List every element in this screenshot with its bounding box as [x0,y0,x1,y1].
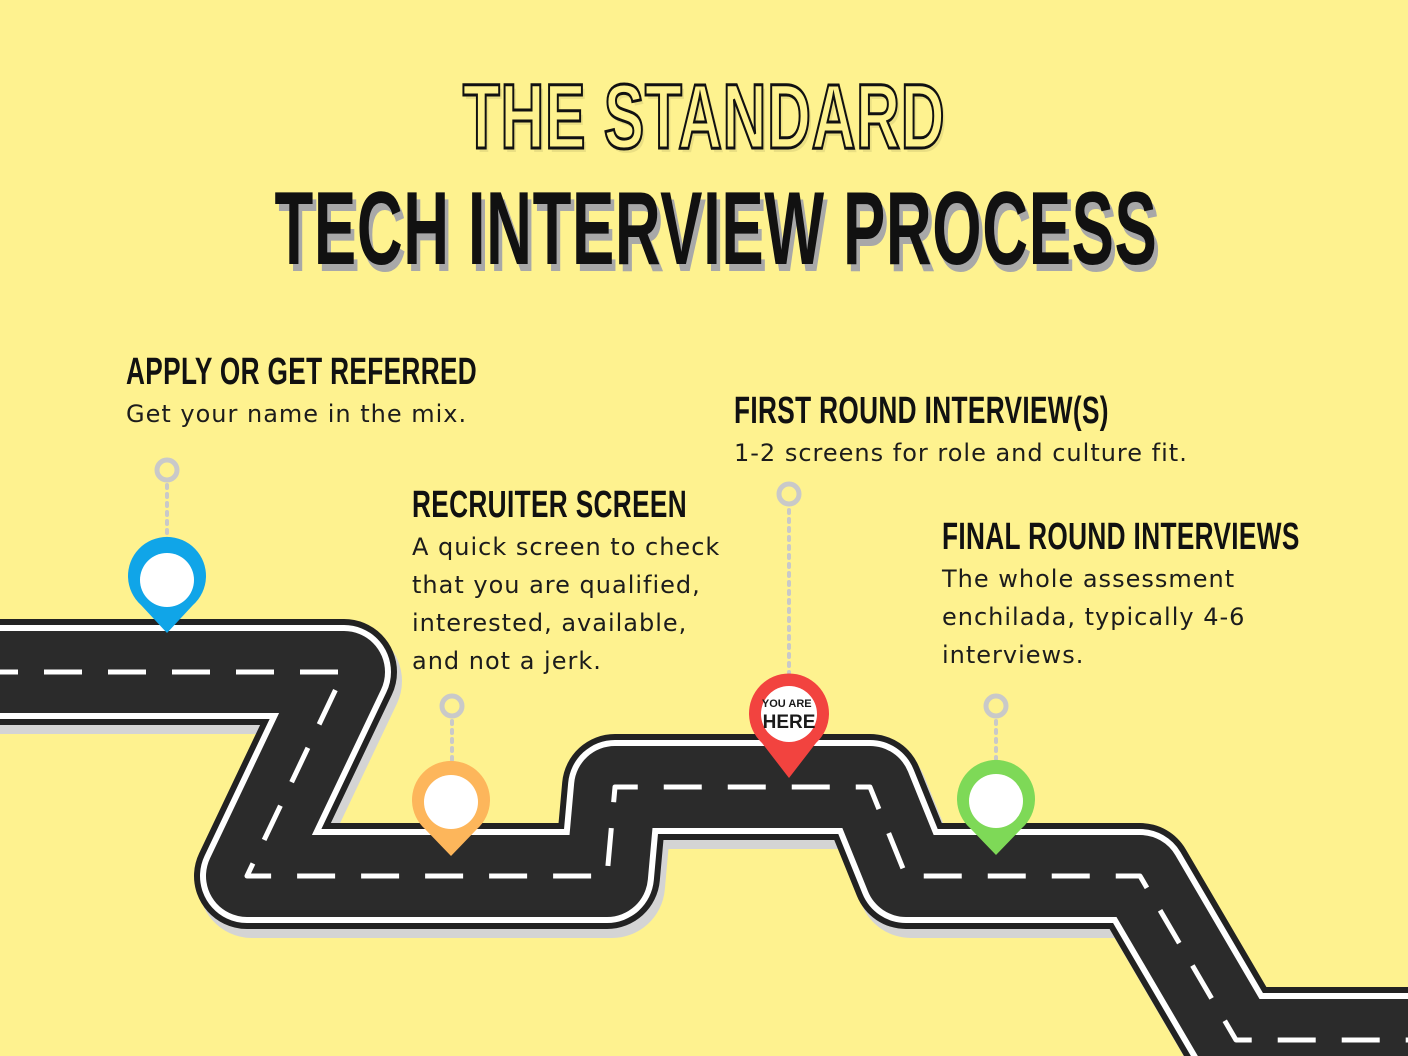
stage-first-round-description-line: 1-2 screens for role and culture fit. [734,439,1188,467]
stage-final-description-line: The whole assessment [942,565,1236,593]
stage-apply: APPLY OR GET REFERRED Get your name in t… [126,351,635,433]
pin-final-icon [957,759,1035,855]
stage-final-description-line: enchilada, typically 4-6 [942,603,1246,631]
road-center-dashes [0,669,1408,1043]
page-title-line-1: THE STANDARD [462,65,946,170]
stage-final-round-interviews: FINAL ROUND INTERVIEWS The whole assessm… [942,516,1408,674]
stage-apply-heading: APPLY OR GET REFERRED [126,351,478,393]
pin-first-round-center [761,686,817,742]
stage-recruiter-description-line: and not a jerk. [412,647,602,675]
stage-apply-description-line: Get your name in the mix. [126,400,468,428]
pin-recruiter-icon [411,760,490,856]
pin-final-center [969,774,1023,828]
stage-recruiter-heading: RECRUITER SCREEN [412,484,688,526]
stage-first-round-description: 1-2 screens for role and culture fit. [734,434,1277,472]
you-are-here-label: YOU ARE HERE [762,694,816,733]
stage-recruiter-description-line: interested, available, [412,609,688,637]
stage-recruiter-screen: RECRUITER SCREEN A quick screen to check… [412,484,811,680]
stage-final-description-line: interviews. [942,641,1085,669]
stage-first-round-heading: FIRST ROUND INTERVIEW(S) [734,390,1109,432]
stage-recruiter-description-line: that you are qualified, [412,571,701,599]
connector-dot-final [983,693,1009,719]
you-are-here-pin-icon: YOU ARE HERE [749,673,830,778]
stage-first-round-interviews: FIRST ROUND INTERVIEW(S) 1-2 screens for… [734,390,1277,472]
connector-dot-first-round [776,481,802,507]
stage-final-description: The whole assessment enchilada, typicall… [942,560,1408,674]
pin-apply-icon [127,536,206,633]
connector-dot-apply [154,457,180,483]
page-title-line-2: TECH INTERVIEW PROCESS [274,171,1158,287]
stage-recruiter-description-line: A quick screen to check [412,533,721,561]
you-are-here-line-1: YOU ARE [762,698,812,710]
stage-recruiter-description: A quick screen to check that you are qua… [412,528,811,680]
you-are-here-line-2: HERE [763,712,816,733]
pin-recruiter-center [424,775,478,829]
location-pins: YOU ARE HERE [127,536,1035,856]
winding-road [0,619,1408,1056]
pin-connectors [154,457,1009,764]
pin-apply-center [140,553,194,607]
stage-apply-description: Get your name in the mix. [126,395,635,433]
stage-final-heading: FINAL ROUND INTERVIEWS [942,516,1300,558]
connector-dot-recruiter [439,693,465,719]
